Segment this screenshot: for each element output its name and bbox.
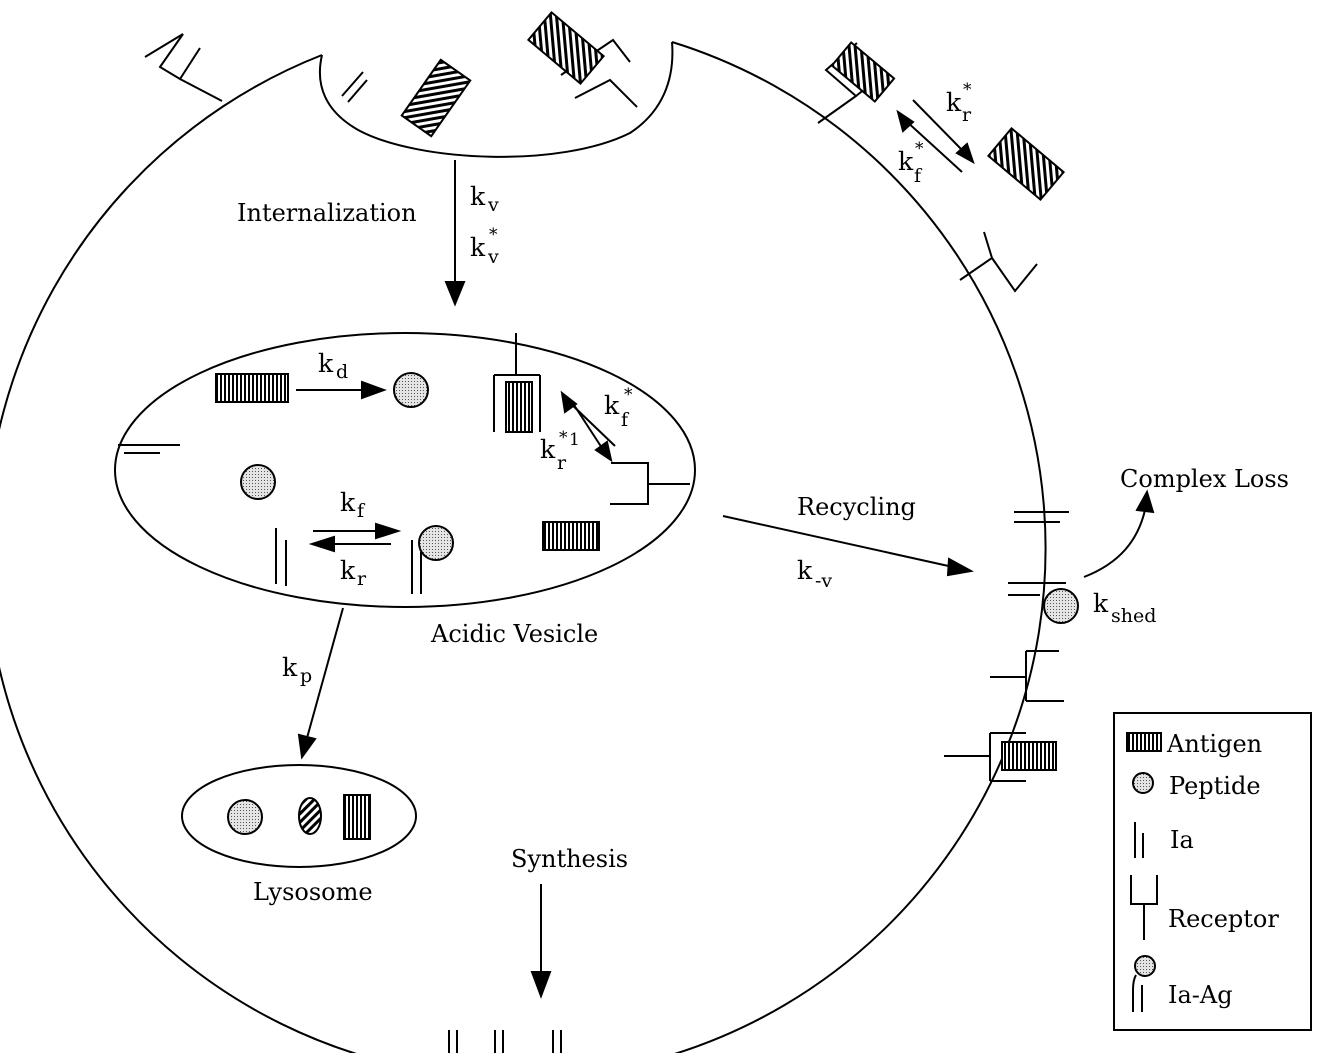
surface-receptor xyxy=(990,651,1064,701)
recycling-label: Recycling xyxy=(797,493,916,521)
surface-receptor xyxy=(960,232,1037,291)
synthesized-ia xyxy=(449,1030,457,1053)
svg-text:k: k xyxy=(340,488,356,517)
legend-ia-label: Ia xyxy=(1170,826,1194,854)
svg-text:*: * xyxy=(915,139,924,159)
svg-text:v: v xyxy=(487,194,499,216)
svg-text:k: k xyxy=(282,653,298,682)
svg-text:k: k xyxy=(470,182,486,211)
svg-text:*: * xyxy=(489,225,498,245)
synthesis-label: Synthesis xyxy=(511,845,628,873)
rate-kf: k f xyxy=(340,488,366,522)
legend-peptide-swatch xyxy=(1133,773,1153,793)
svg-text:k: k xyxy=(604,391,620,420)
rate-k-neg-v: k -v xyxy=(797,556,832,592)
svg-text:*: * xyxy=(963,80,972,100)
svg-text:k: k xyxy=(540,435,556,464)
svg-text:k: k xyxy=(898,147,914,176)
legend-ia-ag-label: Ia-Ag xyxy=(1168,981,1233,1009)
surface-ia xyxy=(1014,512,1069,522)
rate-kshed: k shed xyxy=(1093,589,1156,627)
cell-membrane xyxy=(0,42,1046,1053)
pit-ia xyxy=(342,72,367,102)
rate-kv: k v xyxy=(470,182,499,216)
svg-text:r: r xyxy=(962,104,972,126)
peptide xyxy=(419,526,453,560)
svg-text:f: f xyxy=(621,409,630,431)
kp-arrow xyxy=(307,608,343,738)
vesicle-ia xyxy=(118,445,180,453)
svg-text:-v: -v xyxy=(815,570,832,592)
svg-text:k: k xyxy=(340,556,356,585)
rate-kr: k r xyxy=(340,556,367,590)
peptide xyxy=(241,465,275,499)
recycling-arrow xyxy=(723,516,953,567)
vesicle-receptor xyxy=(610,463,690,504)
peptide xyxy=(394,373,428,407)
endocytic-pit xyxy=(320,42,673,157)
svg-text:shed: shed xyxy=(1111,605,1156,627)
lysosome-label: Lysosome xyxy=(253,878,373,906)
antigen xyxy=(216,374,288,402)
antigen xyxy=(543,522,599,550)
svg-text:r: r xyxy=(557,452,567,474)
svg-text:*: * xyxy=(624,385,633,405)
antigen xyxy=(528,12,603,83)
legend-peptide-label: Peptide xyxy=(1169,772,1261,800)
complex-loss-label: Complex Loss xyxy=(1120,465,1289,493)
legend-antigen-label: Antigen xyxy=(1166,730,1262,758)
svg-text:f: f xyxy=(914,165,923,187)
peptide xyxy=(1044,589,1078,623)
degraded-fragment xyxy=(299,798,321,834)
legend: Antigen Peptide Ia Receptor Ia-Ag xyxy=(1114,713,1311,1030)
svg-text:k: k xyxy=(797,556,813,585)
legend-antigen-swatch xyxy=(1127,733,1161,751)
svg-text:r: r xyxy=(357,568,367,590)
rate-surface-kr-star: k * r xyxy=(946,80,972,126)
rate-kv-star: k * v xyxy=(470,225,499,268)
rate-kd: k d xyxy=(318,349,348,383)
peptide xyxy=(228,800,262,834)
antigen xyxy=(832,43,894,102)
rate-vesicle-kr-star-1: k * r 1 xyxy=(540,428,580,474)
rate-vesicle-kf-star: k * f xyxy=(604,385,633,431)
rate-surface-kf-star: k * f xyxy=(898,139,924,187)
legend-receptor-label: Receptor xyxy=(1168,905,1279,933)
svg-text:*: * xyxy=(559,428,568,448)
surface-receptor xyxy=(145,34,222,101)
svg-text:p: p xyxy=(300,665,312,687)
svg-text:k: k xyxy=(318,349,334,378)
legend-ia-ag-peptide xyxy=(1135,956,1155,976)
svg-text:f: f xyxy=(357,500,366,522)
svg-text:k: k xyxy=(946,88,962,117)
svg-text:k: k xyxy=(470,233,486,262)
antigen xyxy=(506,382,532,432)
svg-text:d: d xyxy=(336,361,348,383)
antigen xyxy=(402,60,470,136)
acidic-vesicle-label: Acidic Vesicle xyxy=(430,620,598,648)
synthesized-ia xyxy=(495,1030,503,1053)
complex-loss-arrow xyxy=(1084,510,1145,577)
synthesized-ia xyxy=(553,1030,561,1053)
internalization-label: Internalization xyxy=(237,199,417,227)
svg-text:1: 1 xyxy=(569,430,580,450)
antigen xyxy=(1002,742,1056,770)
antigen xyxy=(988,128,1063,199)
rate-kp: k p xyxy=(282,653,312,687)
svg-text:k: k xyxy=(1093,589,1109,618)
vesicle-ia xyxy=(276,528,286,586)
svg-text:v: v xyxy=(487,246,499,268)
antigen xyxy=(344,795,370,839)
